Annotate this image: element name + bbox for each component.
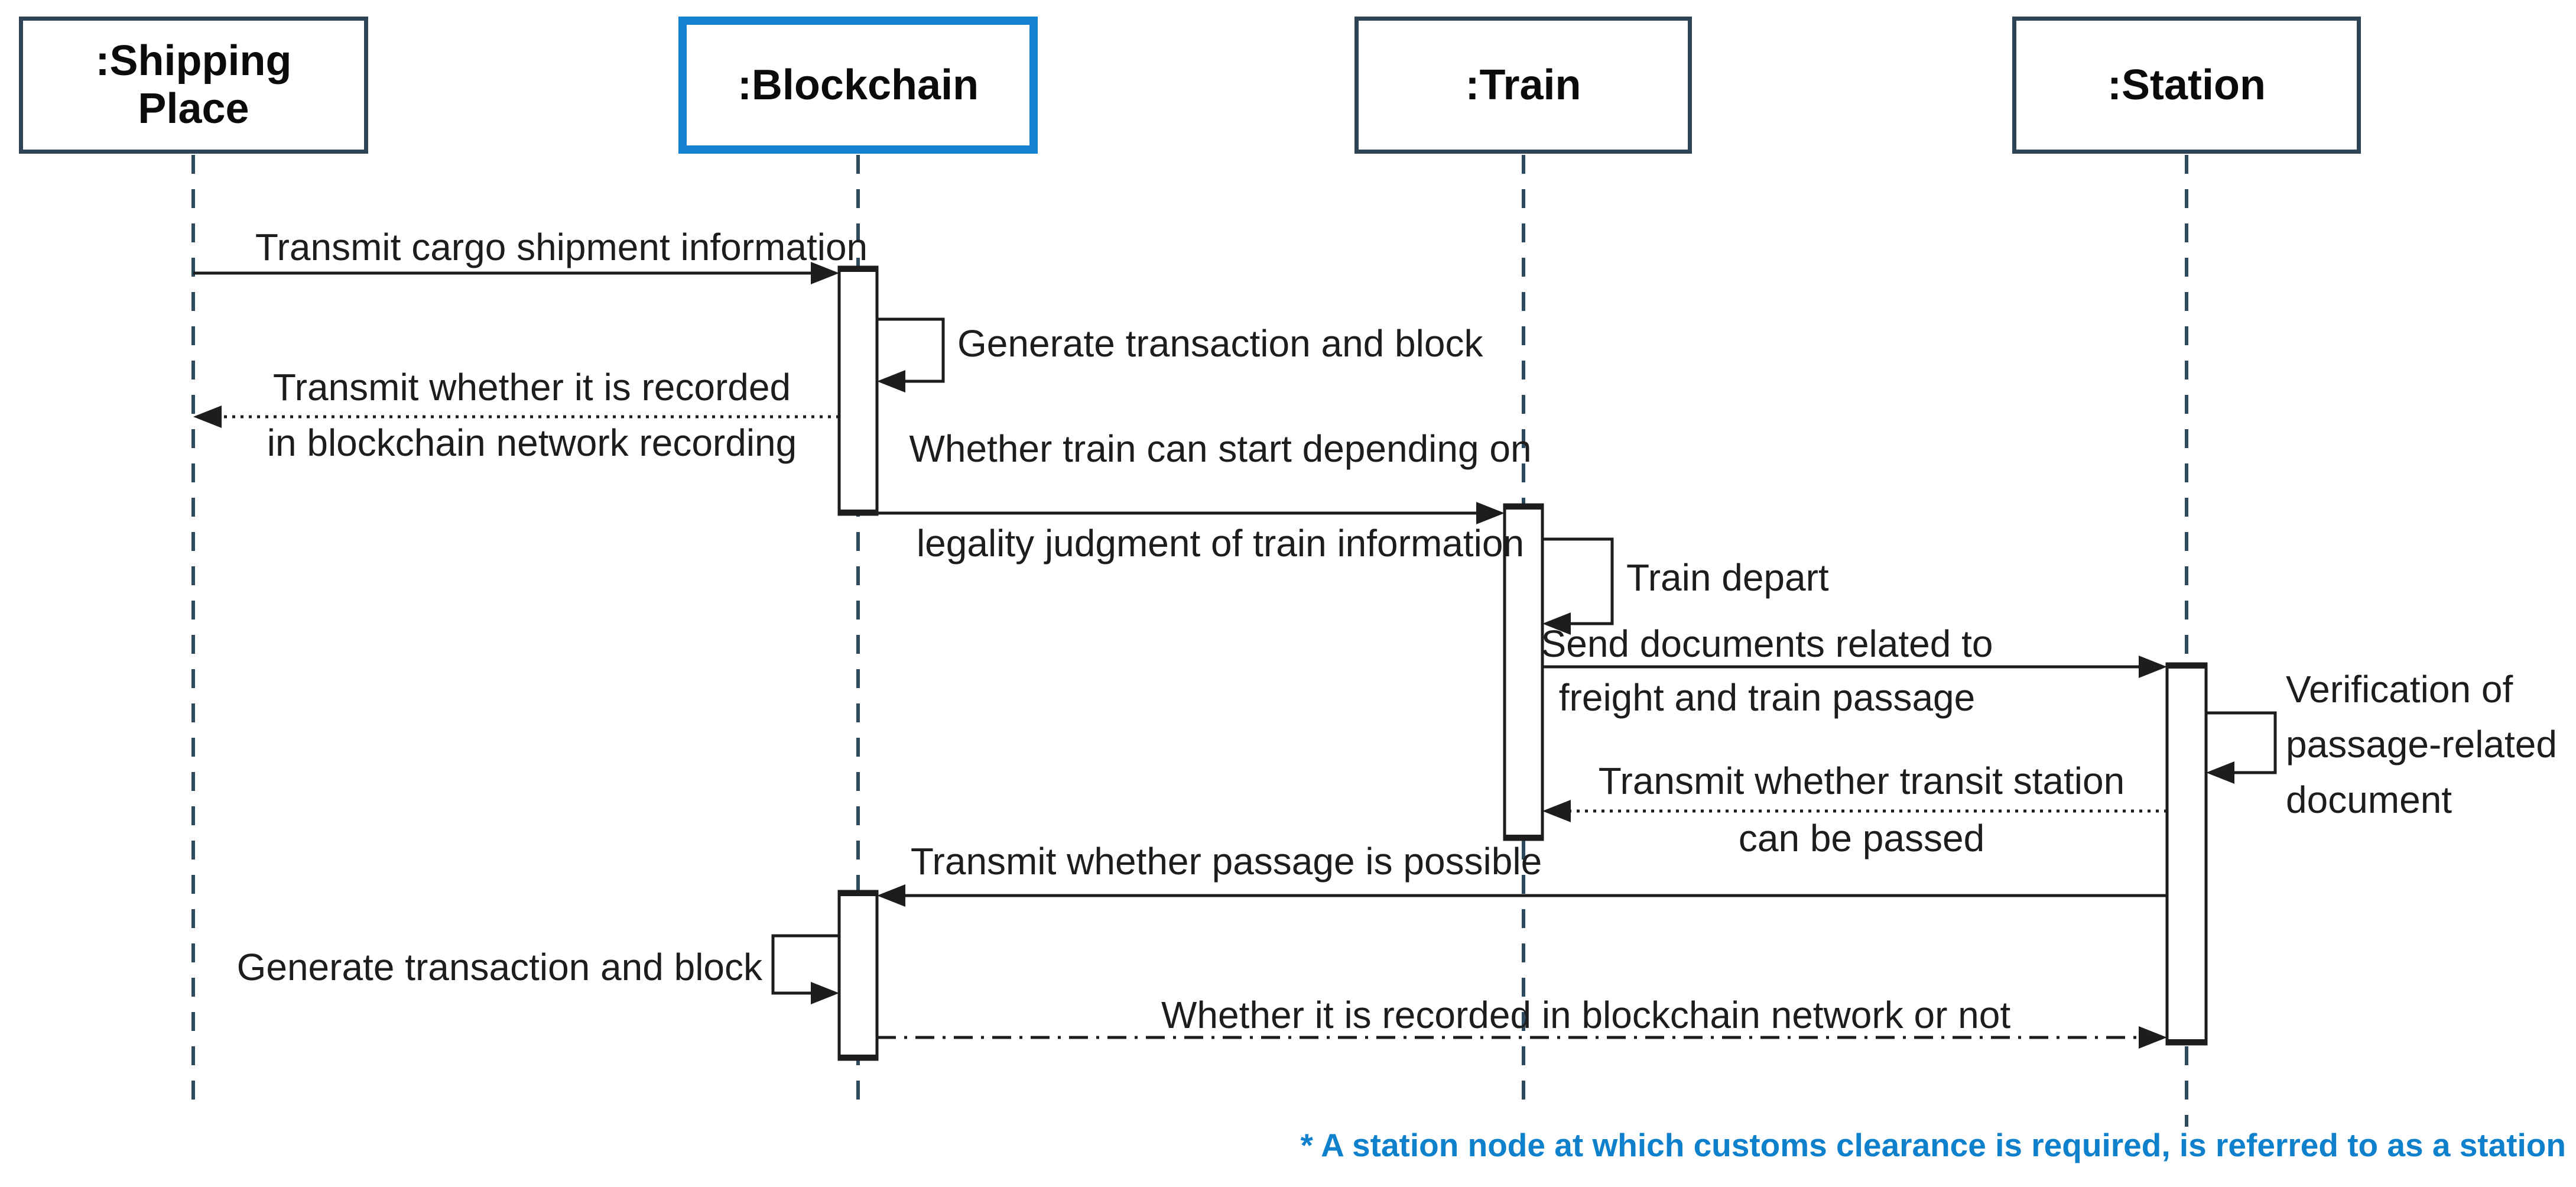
actor-box-blockchain: :Blockchain (678, 17, 1038, 154)
footnote-station-definition: * A station node at which customs cleara… (1300, 1127, 2566, 1163)
label-transmit-transit-station-line2: can be passed (1738, 817, 1985, 860)
activation-bar-blockchain-2 (837, 890, 879, 1061)
label-verification-line3: document (2286, 779, 2452, 821)
label-send-documents-line1: Send documents related to (1541, 622, 1993, 665)
arrow-transmit-whether-recorded (193, 406, 839, 428)
label-generate-transaction-block-1: Generate transaction and block (957, 322, 1483, 365)
arrow-transmit-whether-transit-station (1542, 800, 2167, 822)
arrow-train-depart (1542, 537, 1614, 635)
arrow-verification-of-document (2206, 711, 2277, 784)
label-verification-line2: passage-related (2286, 723, 2557, 766)
activation-bar-blockchain-1 (837, 265, 879, 516)
actor-box-station: :Station (2012, 17, 2361, 154)
actor-box-train: :Train (1354, 17, 1692, 154)
arrow-whether-train-can-start (877, 502, 1505, 524)
label-send-documents-line2: freight and train passage (1558, 676, 1976, 719)
arrow-transmit-whether-passage-possible (877, 884, 2167, 907)
label-whether-train-can-start-line1: Whether train can start depending on (909, 427, 1532, 470)
actor-label-blockchain: :Blockchain (737, 61, 979, 109)
label-transmit-cargo-shipment: Transmit cargo shipment information (255, 226, 868, 268)
label-whether-recorded-network-or-not: Whether it is recorded in blockchain net… (1161, 994, 2011, 1036)
arrow-generate-transaction-block-2 (771, 934, 839, 1004)
label-transmit-whether-recorded-line1: Transmit whether it is recorded (272, 366, 791, 408)
label-transmit-whether-recorded-line2: in blockchain network recording (267, 421, 797, 464)
activation-bar-train (1503, 503, 1544, 841)
label-transmit-passage-possible: Transmit whether passage is possible (910, 840, 1542, 883)
actor-label-shipping-place: :Shipping Place (95, 37, 292, 132)
arrow-send-documents (1542, 656, 2167, 678)
arrow-whether-recorded-blockchain-network (877, 1026, 2167, 1049)
label-transmit-transit-station-line1: Transmit whether transit station (1598, 760, 2125, 802)
activation-bar-station (2165, 662, 2208, 1046)
label-train-depart: Train depart (1626, 556, 1829, 599)
label-verification-line1: Verification of (2286, 668, 2513, 711)
label-whether-train-can-start-line2: legality judgment of train information (916, 522, 1525, 565)
actor-box-shipping-place: :Shipping Place (19, 17, 368, 154)
label-generate-transaction-block-2: Generate transaction and block (236, 946, 762, 988)
actor-label-station: :Station (2107, 61, 2266, 109)
actor-label-train: :Train (1465, 61, 1581, 109)
arrow-transmit-cargo-shipment (193, 262, 839, 284)
arrow-generate-transaction-block-1 (877, 317, 945, 393)
